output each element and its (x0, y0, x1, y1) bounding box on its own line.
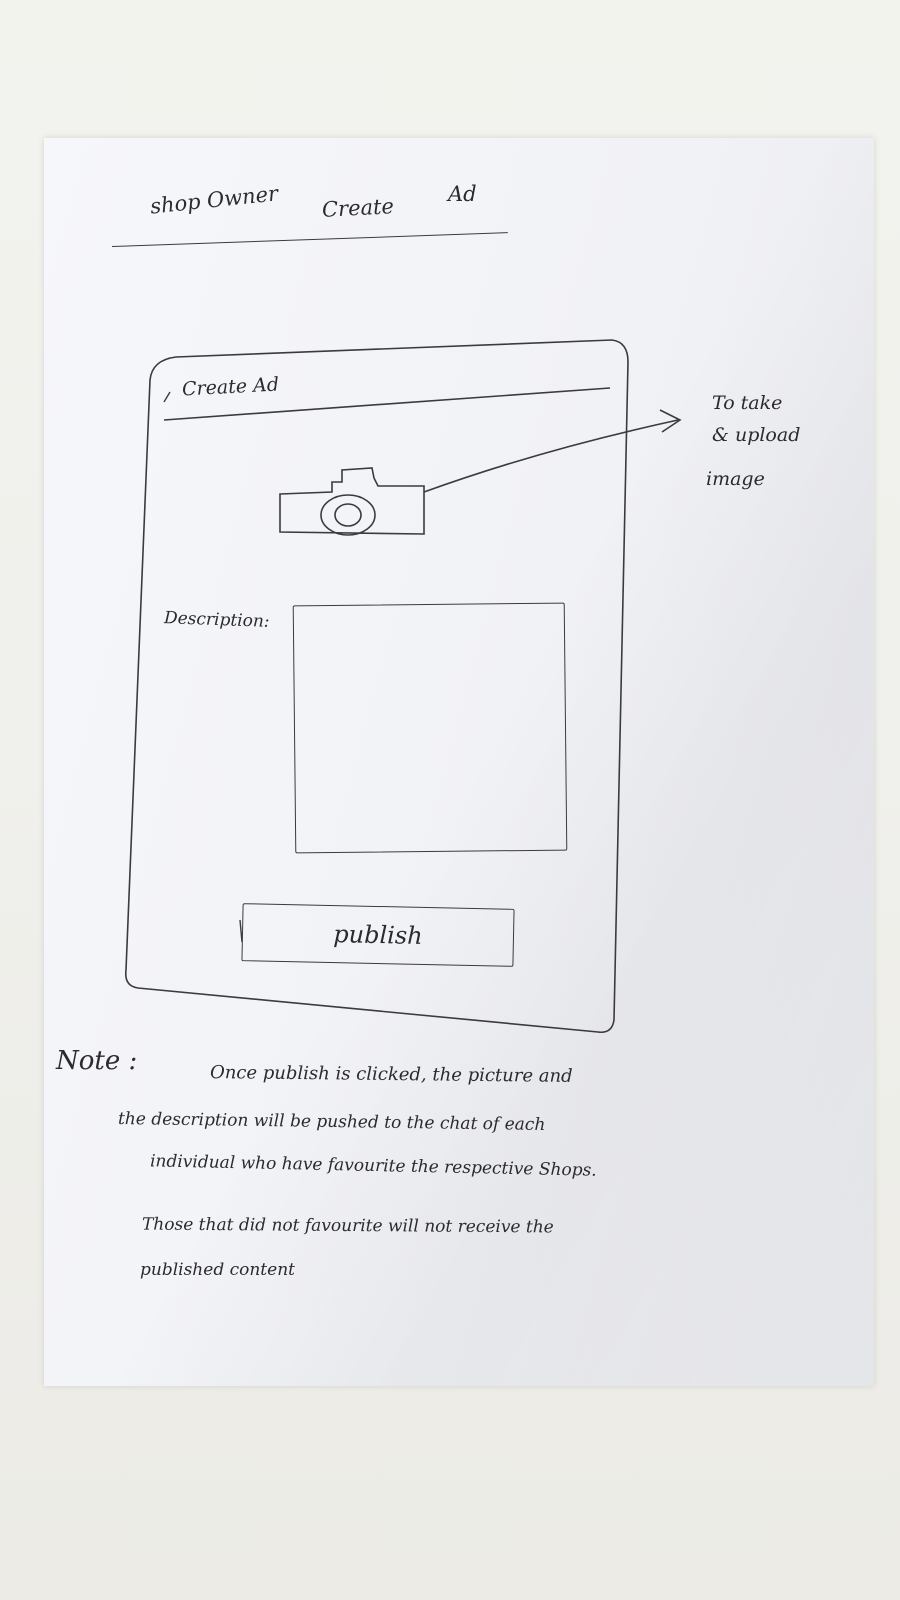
camera-icon (279, 467, 425, 536)
header-ad: Ad (448, 182, 477, 206)
publish-tick (239, 919, 243, 943)
phone-title: Create Ad (181, 373, 280, 401)
annotation-line-3: image (706, 468, 765, 490)
title-tick (163, 391, 171, 403)
annotation-arrow (423, 419, 679, 493)
annotation-line-1: To take (712, 392, 783, 414)
note-line-5: published content (140, 1260, 295, 1280)
camera-upload-button[interactable] (276, 460, 428, 542)
title-underline (163, 387, 611, 421)
publish-button[interactable]: publish (241, 903, 515, 967)
annotation-arrowhead (659, 409, 682, 433)
annotation-line-2: & upload (712, 424, 801, 446)
description-label: Description: (163, 608, 270, 632)
note-line-4: Those that did not favourite will not re… (141, 1214, 554, 1238)
note-line-1: Once publish is clicked, the picture and (209, 1062, 573, 1087)
description-input[interactable] (292, 602, 568, 854)
note-label: Note : (56, 1046, 138, 1076)
phone-frame (124, 339, 629, 1034)
